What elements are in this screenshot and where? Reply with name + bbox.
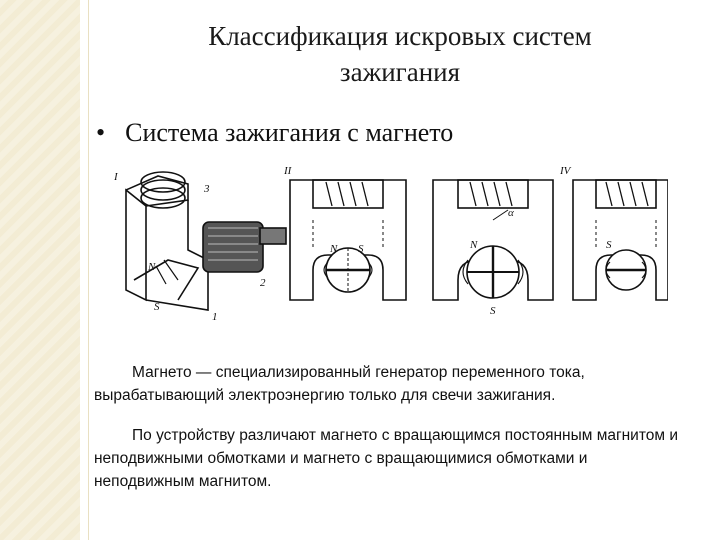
part-label-3: 3 — [203, 183, 210, 195]
definition-text: — специализированный генератор переменно… — [94, 364, 585, 404]
part-label-1: 1 — [212, 311, 218, 323]
paragraph-types: По устройству различают магнето с вращаю… — [94, 424, 684, 493]
slide-title: Классификация искровых систем зажигания — [120, 18, 680, 90]
pole-label-s-3: S — [490, 305, 496, 317]
magneto-diagrams-figure: I II IV 1 2 3 N S N S N S S α — [113, 165, 668, 323]
bullet-marker: • — [96, 118, 106, 147]
decorative-divider — [88, 0, 89, 540]
pole-label-n-3: N — [469, 239, 478, 251]
angle-label: α — [508, 207, 514, 219]
pole-label-n-2: N — [329, 243, 338, 255]
pole-label-s-4: S — [606, 239, 612, 251]
decorative-side-strip — [0, 0, 80, 540]
term-magneto: Магнето — [132, 364, 192, 381]
types-text: По устройству различают магнето с вращаю… — [94, 427, 679, 490]
magneto-cross-section-4 — [572, 179, 668, 301]
title-line-1: Классификация искровых систем — [208, 21, 592, 51]
part-label-2: 2 — [260, 277, 266, 289]
magneto-perspective-drawing — [125, 171, 287, 311]
magneto-cross-section-2 — [289, 179, 407, 301]
title-line-2: зажигания — [339, 57, 461, 87]
panel-label-2: II — [283, 165, 293, 177]
bullet-text: Система зажигания с магнето — [125, 118, 454, 147]
bullet-item: • Система зажигания с магнето — [96, 118, 453, 148]
pole-label-s-1: S — [154, 301, 160, 313]
pole-label-n-1: N — [147, 261, 156, 273]
panel-label-1: I — [113, 171, 119, 183]
magneto-cross-section-3 — [432, 179, 554, 301]
panel-label-4: IV — [559, 165, 572, 177]
paragraph-definition: Магнето — специализированный генератор п… — [94, 361, 684, 407]
pole-label-s-2: S — [358, 243, 364, 255]
